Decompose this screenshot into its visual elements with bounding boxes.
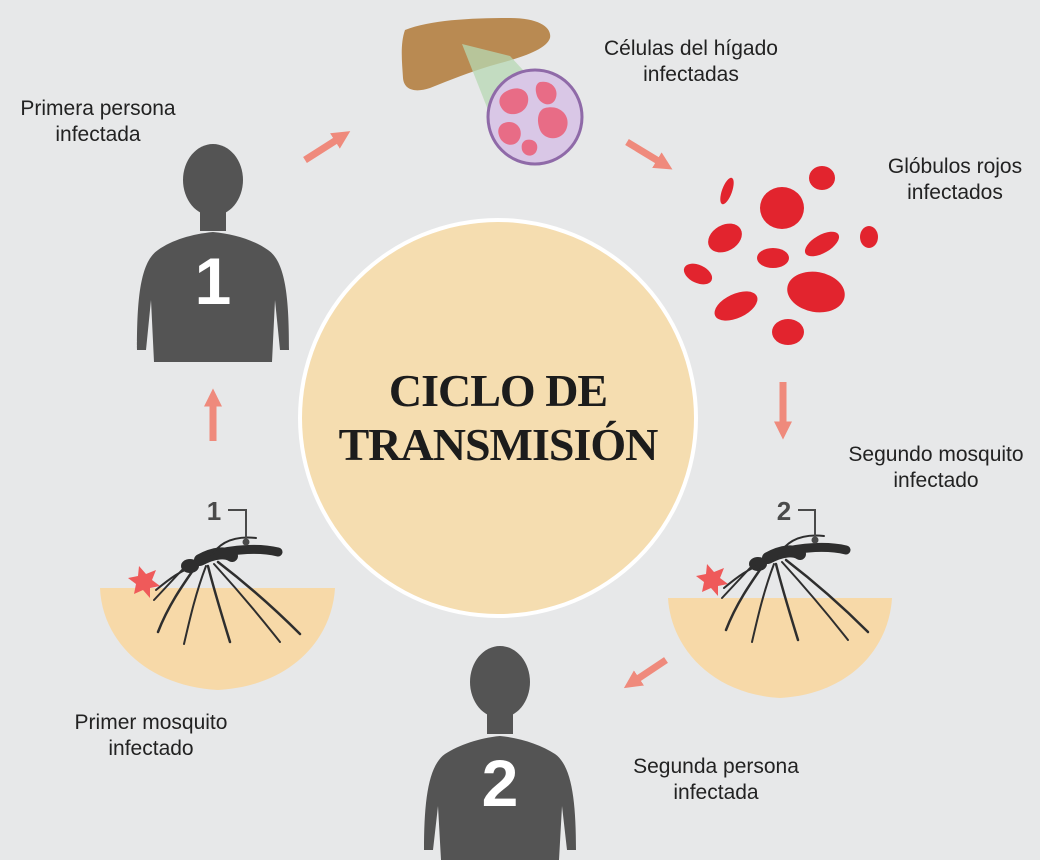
label-primera-persona-line2: infectada <box>55 123 141 146</box>
label-primera-persona: Primera persona infectada <box>8 96 188 148</box>
label-segundo-mosquito-line1: Segundo mosquito <box>848 443 1024 466</box>
label-celulas-higado-line2: infectadas <box>643 63 739 86</box>
label-globulos-rojos: Glóbulos rojos infectados <box>870 154 1040 206</box>
title-line-2: TRANSMISIÓN <box>338 419 659 470</box>
label-primer-mosquito-line1: Primer mosquito <box>74 711 228 734</box>
diagram-title: CICLO DE TRANSMISIÓN <box>300 220 696 616</box>
person-1-number: 1 <box>195 244 232 318</box>
label-segundo-mosquito-line2: infectado <box>893 469 979 492</box>
mosquito-2-icon <box>721 534 870 643</box>
title-line-1: CICLO DE <box>388 365 608 416</box>
mosquito-2-bite: 2 <box>668 496 892 698</box>
label-primer-mosquito: Primer mosquito infectado <box>56 710 246 762</box>
arrow-person1-to-liver <box>303 131 351 163</box>
label-celulas-higado: Células del hígado infectadas <box>586 36 796 88</box>
person-2-number: 2 <box>482 746 519 820</box>
arrow-mosquito2-to-person2 <box>623 657 668 689</box>
mosquito-1-callout: 1 <box>207 496 250 546</box>
red-blood-cells-icon <box>683 166 878 345</box>
mosquito-2-callout: 2 <box>777 496 819 544</box>
label-primera-persona-line1: Primera persona <box>20 97 176 120</box>
person-1-silhouette: 1 <box>137 144 289 362</box>
label-segunda-persona-line1: Segunda persona <box>633 755 799 778</box>
label-globulos-rojos-line1: Glóbulos rojos <box>887 155 1023 178</box>
person-2-silhouette: 2 <box>424 646 576 860</box>
mosquito-1-icon <box>153 536 302 645</box>
center-circle <box>302 222 694 614</box>
arrow-liver-to-blood <box>625 139 673 170</box>
bite-spark-1-icon <box>128 566 160 598</box>
bite-spark-2-icon <box>696 564 728 596</box>
skin-1 <box>100 588 335 690</box>
mosquito-2-number: 2 <box>777 496 791 526</box>
label-segunda-persona: Segunda persona infectada <box>616 754 816 806</box>
label-globulos-rojos-line2: infectados <box>907 181 1003 204</box>
label-segundo-mosquito: Segundo mosquito infectado <box>836 442 1036 494</box>
label-segunda-persona-line2: infectada <box>673 781 759 804</box>
label-primer-mosquito-line2: infectado <box>108 737 194 760</box>
mosquito-1-number: 1 <box>207 496 221 526</box>
skin-2 <box>668 598 892 698</box>
label-celulas-higado-line1: Células del hígado <box>604 37 778 60</box>
mosquito-1-bite: 1 <box>100 496 335 690</box>
infected-liver-cell-icon <box>486 68 584 166</box>
